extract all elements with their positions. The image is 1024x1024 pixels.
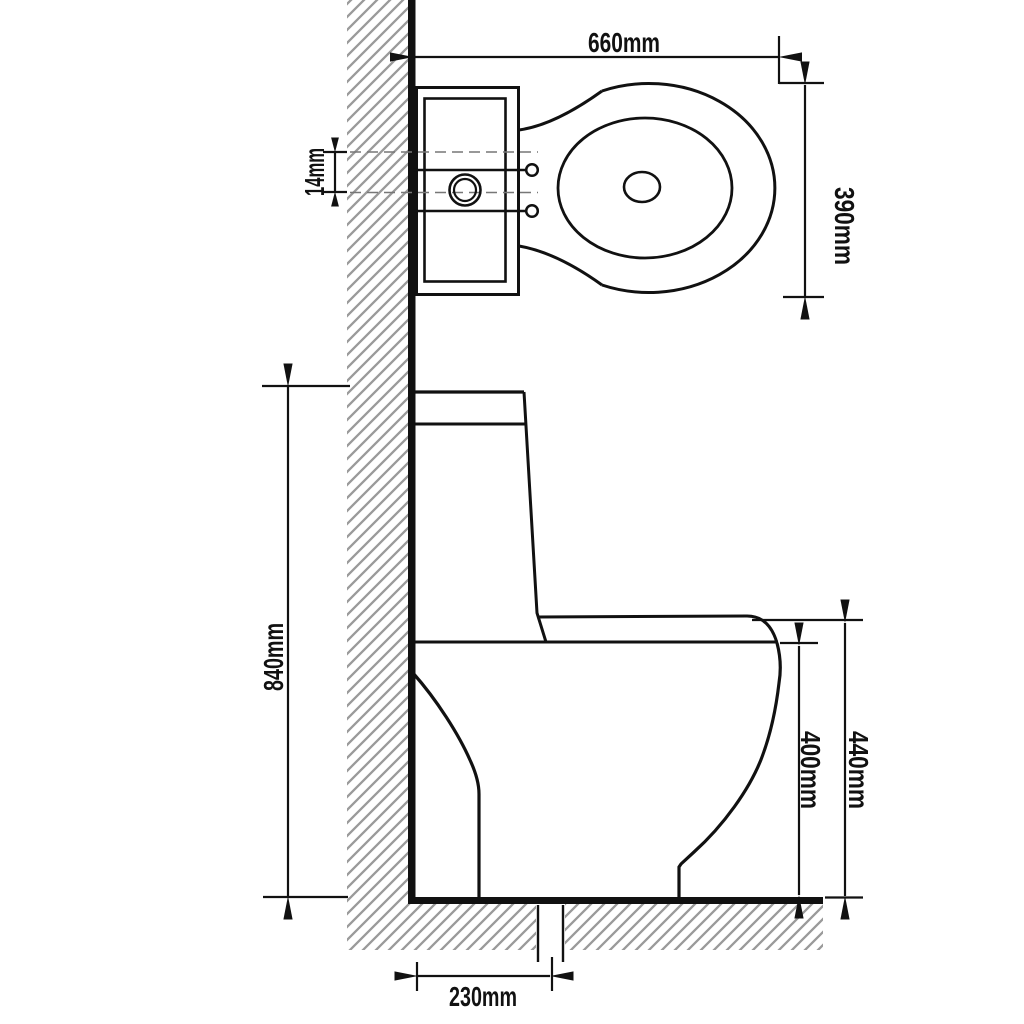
seat-top-line (537, 614, 779, 644)
wall-line (408, 0, 416, 904)
dim-outlet-offset: 230mm (394, 957, 574, 1012)
wall-hatch (347, 0, 409, 950)
tank-front-edge (522, 391, 548, 643)
floor-line (408, 897, 823, 904)
wall-and-floor (347, 0, 823, 951)
dim-total-height: 840mm (258, 363, 350, 920)
flush-button-inner (452, 177, 478, 203)
dimensions: 660mm 390mm 14mm 840mm 440mm (258, 27, 874, 1012)
bowl-neck-top-edge (518, 89, 603, 132)
dim-seat-height: 440mm (752, 599, 874, 920)
bowl-outline-top (601, 82, 777, 294)
dim-label-14: 14mm (299, 148, 330, 196)
side-view (411, 390, 782, 962)
dim-label-660: 660mm (588, 27, 660, 58)
dim-label-230: 230mm (449, 981, 517, 1012)
dim-label-400: 400mm (795, 731, 826, 809)
dim-hinge-offset: 14mm (299, 137, 347, 207)
dim-rim-height: 400mm (780, 622, 826, 919)
bowl-drain (622, 170, 662, 204)
dim-label-390: 390mm (829, 187, 860, 265)
floor-hatch (409, 897, 823, 950)
top-view (350, 82, 777, 296)
bowl-rim-inner (556, 116, 734, 260)
dim-label-440: 440mm (843, 731, 874, 809)
outlet-pipe-gap (536, 897, 565, 951)
tank-inner-edge (423, 97, 507, 283)
flush-button-outer (448, 173, 482, 207)
bowl-front-profile (677, 642, 782, 897)
dim-top-width: 660mm (390, 27, 824, 85)
hinge-hole-bottom (524, 203, 540, 219)
dim-label-840: 840mm (258, 623, 289, 691)
bowl-neck-bottom-edge (518, 244, 603, 287)
pedestal-back-profile (411, 671, 481, 897)
hinge-hole-top (524, 162, 540, 178)
dim-top-depth: 390mm (783, 61, 860, 320)
tank-outline-top (415, 86, 520, 296)
